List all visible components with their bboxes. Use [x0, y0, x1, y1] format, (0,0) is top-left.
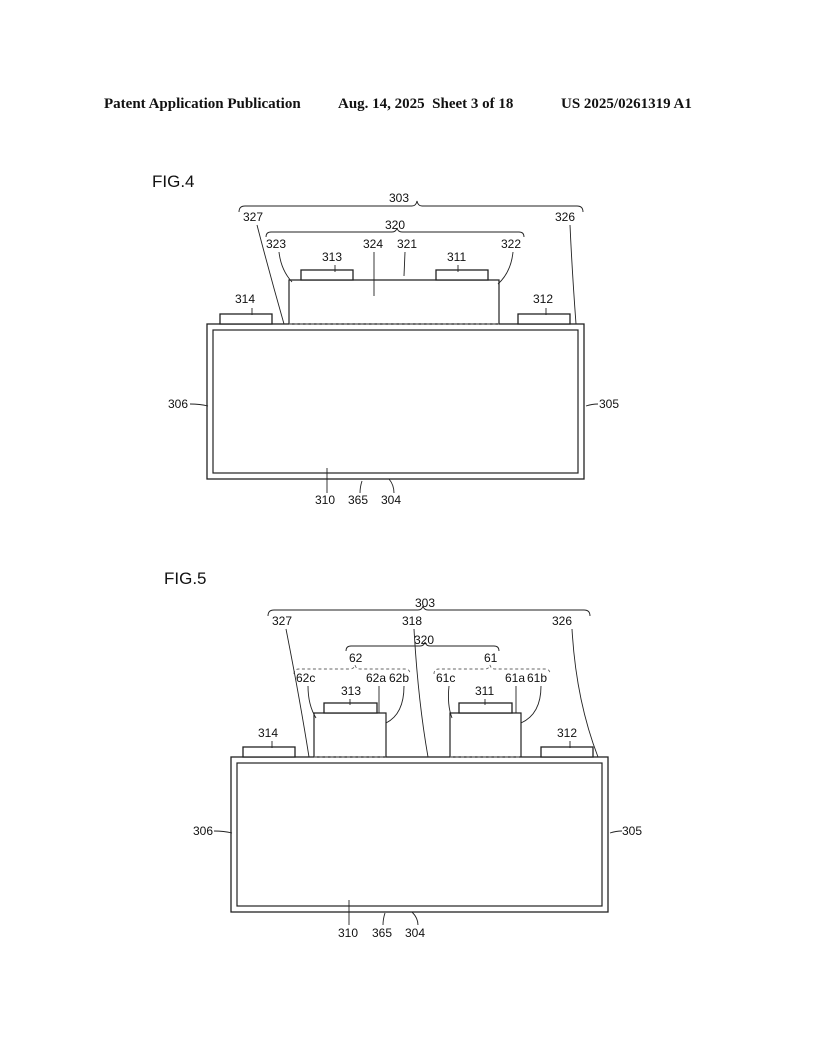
fig5-label-313: 313 — [341, 684, 361, 698]
fig5-label-306: 306 — [193, 824, 213, 838]
fig4-label-312: 312 — [533, 292, 553, 306]
fig4-label-327: 327 — [243, 210, 263, 224]
fig5-raised-portion-61 — [449, 712, 522, 757]
fig5-label-62: 62 — [349, 651, 363, 665]
fig4-label-324: 324 — [363, 237, 383, 251]
publication-label: Patent Application Publication — [104, 96, 301, 112]
fig5-label-305: 305 — [622, 824, 642, 838]
fig4-case-outer — [206, 323, 585, 480]
date-sheet-label: Aug. 14, 2025 Sheet 3 of 18 — [338, 96, 514, 112]
fig4-label-313: 313 — [322, 250, 342, 264]
fig5-label-326: 326 — [552, 614, 572, 628]
fig4-label-306: 306 — [168, 397, 188, 411]
fig5-label-62c: 62c — [296, 671, 315, 685]
fig5-case-inner — [236, 762, 603, 907]
fig5-brace-303 — [267, 605, 591, 617]
fig4-label-323: 323 — [266, 237, 286, 251]
fig4-raised-portion — [288, 279, 500, 324]
fig4-label-303: 303 — [389, 191, 409, 205]
fig5-label-314: 314 — [258, 726, 278, 740]
fig4-title: FIG.4 — [152, 172, 195, 191]
patent-number-label: US 2025/0261319 A1 — [561, 96, 692, 112]
fig5-label-327: 327 — [272, 614, 292, 628]
fig5-label-310: 310 — [338, 926, 358, 940]
fig5-label-61: 61 — [484, 651, 498, 665]
fig5-case-outer — [230, 756, 609, 913]
fig5-label-311: 311 — [475, 684, 494, 698]
fig4-case-inner — [212, 329, 579, 474]
page-header: Patent Application Publication Aug. 14, … — [0, 96, 814, 120]
fig4-label-326: 326 — [555, 210, 575, 224]
fig5-brace-61 — [433, 664, 551, 675]
fig4-label-321: 321 — [397, 237, 417, 251]
fig4-brace-320 — [265, 227, 525, 238]
fig5-label-318: 318 — [402, 614, 422, 628]
fig5-terminal-311 — [458, 702, 513, 714]
fig5-label-320: 320 — [414, 633, 434, 647]
fig4-label-314: 314 — [235, 292, 255, 306]
fig4-label-304: 304 — [381, 493, 401, 507]
fig5-title: FIG.5 — [164, 569, 207, 588]
fig5-terminal-313 — [323, 702, 378, 714]
fig5-raised-portion-62 — [313, 712, 387, 757]
fig5-label-365: 365 — [372, 926, 392, 940]
fig4-terminal-312 — [517, 313, 571, 325]
fig4-terminal-313 — [300, 269, 354, 281]
fig4-label-320: 320 — [385, 218, 405, 232]
fig5-label-61b: 61b — [527, 671, 547, 685]
fig5-leader-lines — [213, 628, 623, 926]
fig5-label-304: 304 — [405, 926, 425, 940]
fig5-terminal-312 — [540, 746, 594, 758]
fig4-label-311: 311 — [447, 250, 466, 264]
fig4-leader-lines — [189, 224, 599, 494]
fig5-label-61c: 61c — [436, 671, 455, 685]
fig4-diagram: FIG.4 303 320 327 326 323 324 321 322 31… — [152, 172, 619, 507]
fig4-terminal-314 — [219, 313, 273, 325]
fig5-brace-320 — [345, 641, 500, 652]
fig4-brace-303 — [238, 200, 584, 213]
fig4-label-322: 322 — [501, 237, 521, 251]
fig4-terminal-311 — [435, 269, 489, 281]
fig5-label-303: 303 — [415, 596, 435, 610]
fig4-label-310: 310 — [315, 493, 335, 507]
fig5-label-312: 312 — [557, 726, 577, 740]
fig5-brace-62 — [293, 664, 411, 675]
fig5-label-61a: 61a — [505, 671, 525, 685]
fig5-terminal-314 — [242, 746, 296, 758]
fig5-label-62a: 62a — [366, 671, 386, 685]
fig4-label-305: 305 — [599, 397, 619, 411]
fig5-label-62b: 62b — [389, 671, 409, 685]
fig5-diagram: FIG.5 303 320 62 61 327 318 326 62c 62a … — [164, 569, 642, 940]
fig4-label-365: 365 — [348, 493, 368, 507]
